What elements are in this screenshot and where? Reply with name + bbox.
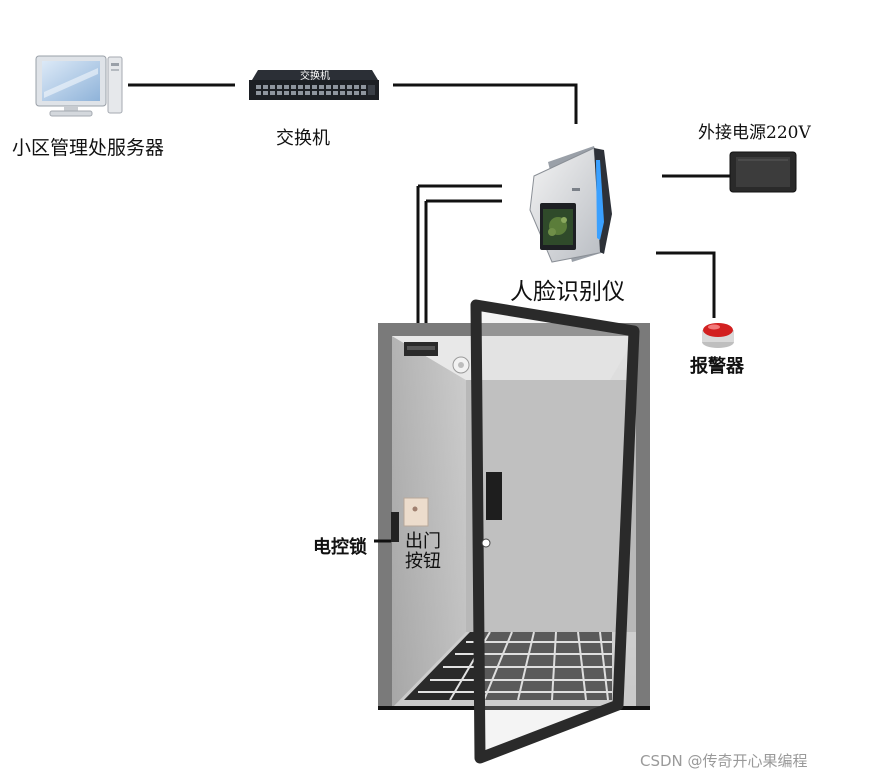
face-device-label: 人脸识别仪 [510, 279, 625, 305]
exit-button-label-line1: 出门 [405, 531, 441, 552]
server-computer-icon [35, 55, 123, 117]
watermark-text: CSDN @传奇开心果编程 [640, 752, 808, 770]
magnetic-lock-icon [404, 342, 438, 356]
power-adapter-icon [729, 151, 797, 193]
alarm-label: 报警器 [690, 356, 744, 377]
exit-button-label-line2: 按钮 [405, 551, 441, 572]
glass-door [470, 299, 640, 764]
electric-lock-label: 电控锁 [313, 537, 367, 558]
alarm-icon [702, 323, 734, 348]
electric-lock-icon [374, 512, 399, 543]
power-label: 外接电源220V [698, 123, 811, 143]
connection-lines [128, 83, 732, 342]
door-scene [374, 299, 650, 764]
switch-caption: 交换机 [276, 128, 330, 149]
exit-button-icon [403, 497, 429, 527]
alarm-link [656, 251, 716, 318]
face-recognition-device-icon [529, 146, 612, 263]
server-label: 小区管理处服务器 [12, 137, 165, 159]
switch-face-device-link [393, 83, 578, 124]
network-switch-icon: 交换机 [249, 69, 379, 100]
switch-device-text: 交换机 [300, 69, 330, 82]
